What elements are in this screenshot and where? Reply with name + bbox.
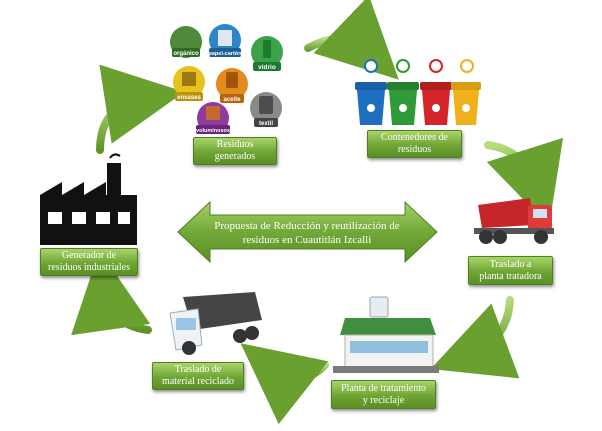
waste-organico-label: orgánico xyxy=(173,51,199,57)
step-generador-line2: residuos industriales xyxy=(48,262,130,273)
arrow-contenedores-to-traslado xyxy=(484,137,564,227)
bin-green-icon xyxy=(387,59,419,125)
step-generador-line1: Generador de xyxy=(61,250,117,261)
waste-voluminosos-icon: voluminosos xyxy=(196,102,230,134)
arrow-planta-to-material xyxy=(240,343,329,425)
step-contenedores-line1: Contenedores de xyxy=(381,132,448,143)
dump-truck-icon xyxy=(474,198,554,244)
arrow-generator-to-residuos xyxy=(96,64,185,154)
step-traslado-material: Traslado de material reciclado xyxy=(152,362,244,390)
recycling-plant-icon xyxy=(333,296,439,373)
factory-icon xyxy=(40,153,137,245)
waste-papel-carton-label: papel-cartón xyxy=(208,51,242,57)
step-residuos-generados-line1: Residuos xyxy=(216,139,254,150)
bin-yellow-icon xyxy=(451,59,481,125)
waste-textil-label: textil xyxy=(259,121,273,127)
step-planta-line2: y reciclaje xyxy=(362,394,405,406)
arrow-material-to-generador xyxy=(71,250,152,336)
step-traslado-material-line1: Traslado de xyxy=(174,364,222,375)
step-traslado-planta-line2: planta tratadora xyxy=(479,270,542,282)
waste-organico-icon: orgánico xyxy=(170,26,202,58)
step-traslado-material-line2: material reciclado xyxy=(162,376,234,387)
step-contenedores-line2: residuos xyxy=(397,144,432,155)
recycling-bins xyxy=(355,59,481,125)
arrow-residuos-to-contenedores xyxy=(304,0,399,80)
step-contenedores: Contenedores de residuos xyxy=(367,130,462,158)
bin-red-icon xyxy=(420,59,452,125)
center-banner-line2: residuos en Cuautitlán Izcalli xyxy=(243,234,372,246)
waste-vidrio-icon: vidrio xyxy=(251,36,283,71)
bin-blue-icon xyxy=(355,59,387,125)
delivery-truck-icon xyxy=(169,292,262,355)
waste-papel-carton-icon: papel-cartón xyxy=(208,24,242,57)
step-planta: Planta de tratamiento y reciclaje xyxy=(331,380,436,409)
waste-envases-icon: envases xyxy=(173,66,205,101)
step-planta-line1: Planta de tratamiento xyxy=(341,382,426,394)
waste-envases-label: envases xyxy=(177,95,201,101)
waste-aceite-icon: aceite xyxy=(216,68,248,103)
waste-vidrio-label: vidrio xyxy=(258,64,276,71)
arrow-traslado-to-planta xyxy=(430,296,520,379)
step-generador: Generador de residuos industriales xyxy=(40,248,138,276)
waste-textil-icon: textil xyxy=(250,92,282,127)
cycle-arrows xyxy=(71,0,564,425)
waste-types-cluster: orgánico papel-cartón vidrio envases ace… xyxy=(170,24,283,134)
center-double-arrow: Propuesta de Reducción y reutilización d… xyxy=(177,200,438,264)
step-traslado-planta: Traslado a planta tratadora xyxy=(468,256,553,285)
step-residuos-generados-line2: generados xyxy=(214,151,256,162)
waste-aceite-label: aceite xyxy=(223,97,241,103)
waste-voluminosos-label: voluminosos xyxy=(196,128,230,134)
step-traslado-planta-line1: Traslado a xyxy=(489,258,532,270)
step-residuos-generados: Residuos generados xyxy=(193,137,277,165)
center-banner-line1: Propuesta de Reducción y reutilización d… xyxy=(214,220,400,232)
